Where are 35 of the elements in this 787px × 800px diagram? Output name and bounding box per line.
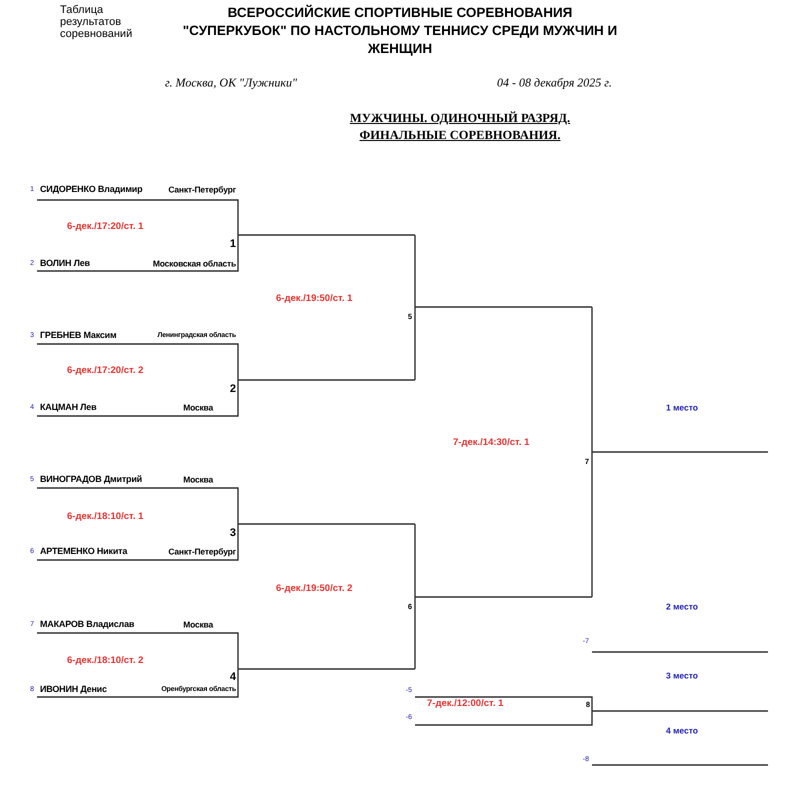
venue-text: г. Москва, ОК "Лужники" [165,76,298,90]
region-name: Московская область [152,259,236,269]
region-name: Москва [183,620,213,630]
match-schedule: 6-дек./17:20/ст. 1 [67,222,144,232]
player-name: ВИНОГРАДОВ Дмитрий [40,475,142,485]
place-label: 1 место [666,403,698,413]
match-schedule: 6-дек./19:50/ст. 1 [276,294,352,304]
match-schedule: 6-дек./18:10/ст. 1 [67,512,144,522]
place-label: 2 место [666,602,698,612]
place-label: 4 место [666,726,698,736]
match-number: 1 [230,238,236,250]
match-schedule: 6-дек./17:20/ст. 2 [67,366,144,376]
section-heading: МУЖЧИНЫ. ОДИНОЧНЫЙ РАЗРЯД. ФИНАЛЬНЫЕ СОРЕВНОВАНИЯ. [348,110,572,144]
player-name: АРТЕМЕНКО Никита [40,547,128,557]
player-name: СИДОРЕНКО Владимир [40,185,142,195]
region-name: Москва [183,475,213,485]
place-label: 3 место [666,671,698,681]
date-text: 04 - 08 декабря 2025 г. [497,76,612,90]
match-number: 4 [230,670,236,684]
player-name: ВОЛИН Лев [40,259,90,269]
region-name: Санкт-Петербург [168,185,236,195]
region-name: Санкт-Петербург [168,547,236,557]
region-name: Москва [183,403,213,413]
match-schedule: 7-дек./12:00/ст. 1 [427,698,504,710]
match-schedule: 6-дек./19:50/ст. 2 [276,584,352,594]
caption-note: Таблица результатов соревнований [60,4,134,40]
match-number: 2 [230,382,236,396]
player-name: МАКАРОВ Владислав [40,620,134,630]
player-name: ГРЕБНЕВ Максим [40,331,116,341]
player-name: КАЦМАН Лев [40,403,96,413]
match-schedule: 7-дек./14:30/ст. 1 [453,438,530,448]
player-name: ИВОНИН Денис [40,685,107,695]
title: ВСЕРОССИЙСКИЕ СПОРТИВНЫЕ СОРЕВНОВАНИЯ "СУПЕРКУБОК" ПО НАСТОЛЬНОМУ ТЕННИСУ СРЕДИ МУЖЧИН И ЖЕНЩИН [182,4,618,58]
match-number: 3 [230,526,236,540]
match-schedule: 6-дек./18:10/ст. 2 [67,656,144,666]
